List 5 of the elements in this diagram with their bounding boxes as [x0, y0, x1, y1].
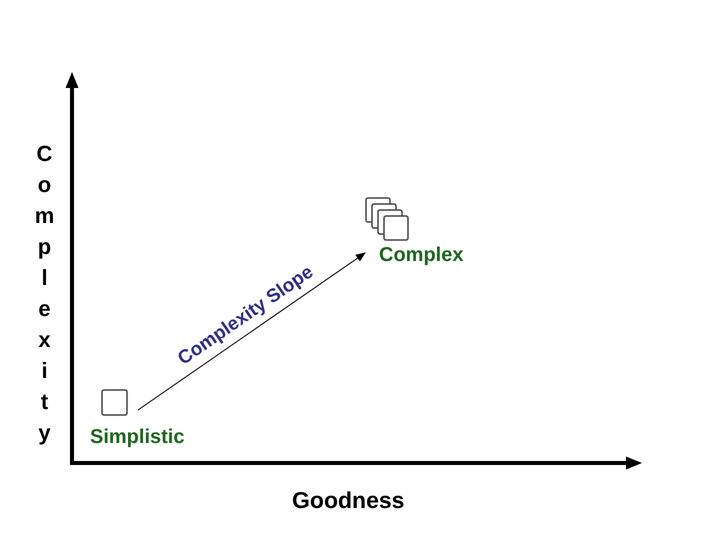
arrow	[138, 252, 366, 410]
axis-label: Goodness	[292, 487, 404, 513]
node-label: Complex	[379, 244, 464, 266]
axis-label: Complexity	[33, 141, 55, 451]
node-label: Simplistic	[90, 426, 184, 448]
